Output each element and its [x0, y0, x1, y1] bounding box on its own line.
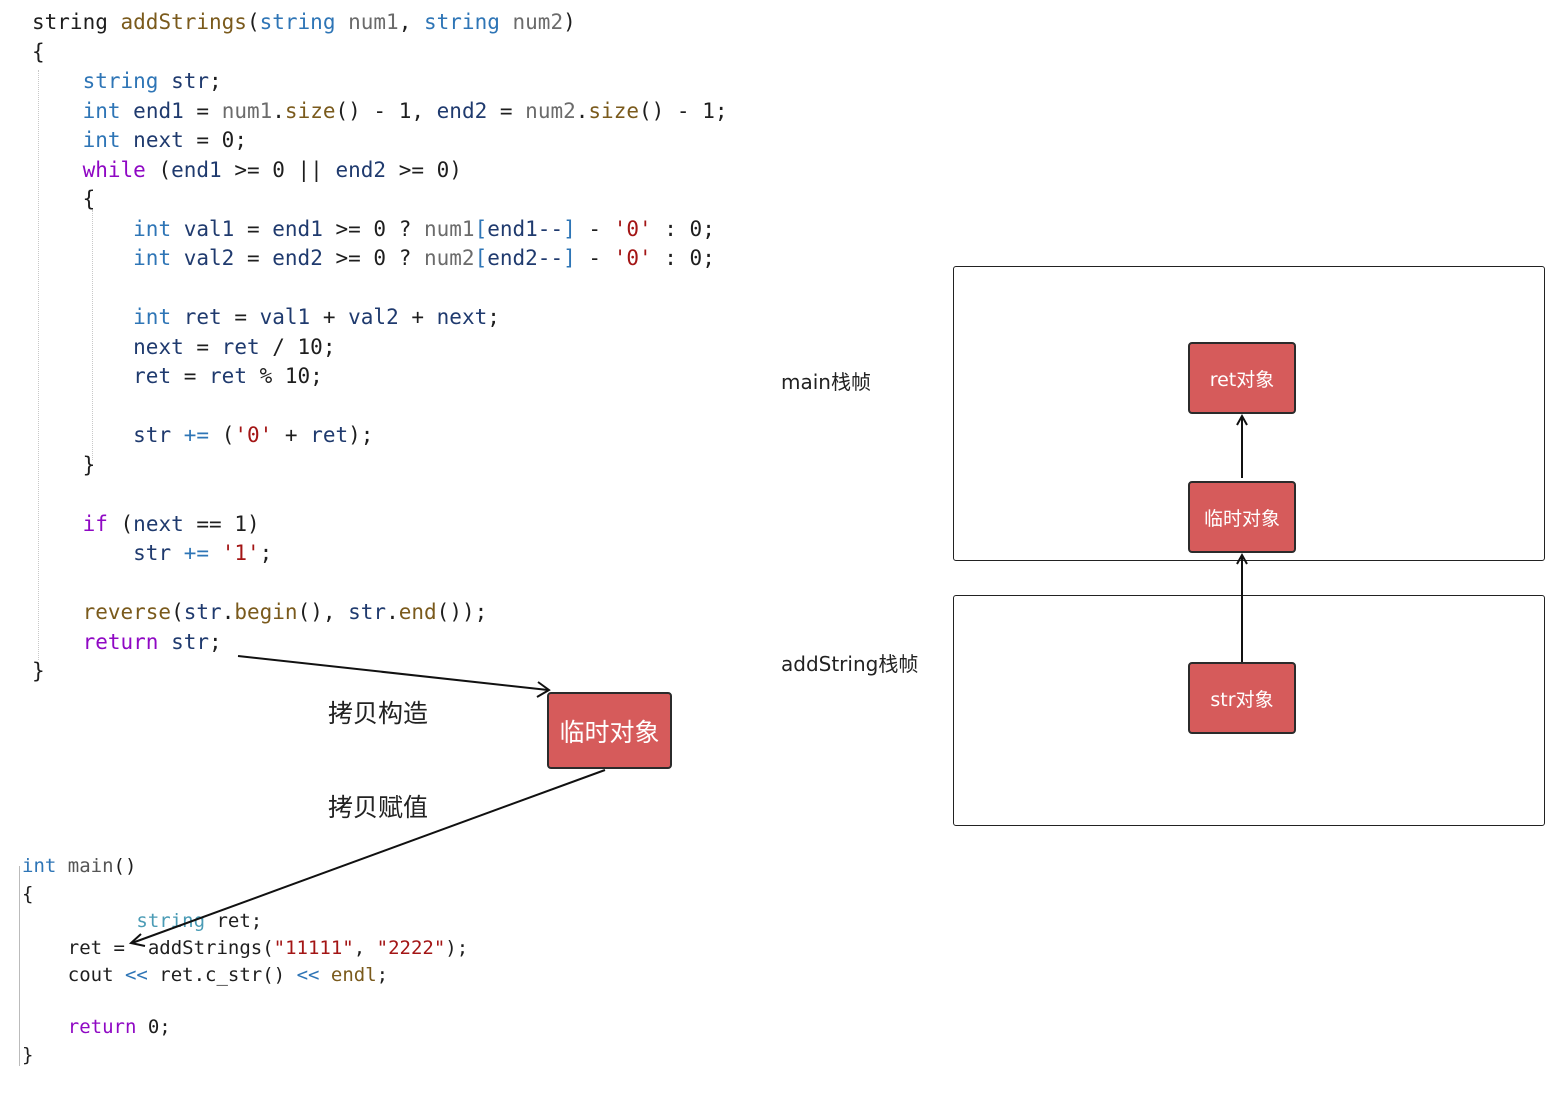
code-line: if (next == 1)	[82, 512, 260, 536]
copy-assign-arrow	[131, 769, 606, 944]
param1-name: num1	[348, 10, 399, 34]
arrow-head	[1236, 413, 1248, 426]
copy-construct-label: 拷贝构造	[328, 699, 429, 728]
code-line-signature: string addStrings(string num1, string nu…	[32, 10, 576, 34]
ret-object-box: ret对象	[1188, 342, 1296, 414]
code-line: }	[22, 1044, 34, 1066]
code-line: {	[32, 187, 96, 211]
code-line: {	[32, 40, 45, 64]
function-name: addStrings	[120, 10, 247, 34]
main-frame-label: main栈帧	[781, 370, 871, 394]
param1-type: string	[259, 10, 336, 34]
code-line: }	[32, 659, 45, 683]
code-line: int end1 = num1.size() - 1, end2 = num2.…	[82, 99, 728, 123]
code-line: int next = 0;	[82, 128, 247, 152]
code-line-return: return str;	[82, 630, 222, 654]
code-line: string ret;	[136, 910, 263, 932]
return-type: string	[32, 10, 108, 34]
code-line: reverse(str.begin(), str.end());	[82, 600, 488, 624]
code-line: return 0;	[67, 1016, 171, 1038]
code-line: int ret = val1 + val2 + next;	[133, 305, 500, 329]
code-line-assign: ret = addStrings("11111", "2222");	[22, 937, 469, 959]
indent-guide	[19, 866, 20, 1066]
code-line: int val1 = end1 >= 0 ? num1[end1--] - '0…	[133, 217, 715, 241]
add-string-frame-label: addString栈帧	[781, 652, 919, 676]
code-line: string str;	[82, 69, 222, 93]
code-line: cout << ret.c_str() << endl;	[22, 964, 389, 986]
copy-assign-label: 拷贝赋值	[328, 793, 429, 822]
arrow-head	[536, 681, 551, 698]
code-line: ret = ret % 10;	[133, 364, 323, 388]
arrow-head	[128, 933, 146, 947]
code-line: int val2 = end2 >= 0 ? num2[end2--] - '0…	[133, 246, 715, 270]
temp-object-box: 临时对象	[547, 692, 672, 769]
code-line: next = ret / 10;	[133, 335, 336, 359]
copy-construct-arrow	[237, 655, 549, 691]
temp-object-stack-box: 临时对象	[1188, 481, 1296, 553]
param2-type: string	[424, 10, 500, 34]
code-line: {	[22, 883, 34, 905]
indent-guide	[92, 210, 93, 460]
code-line: str += ('0' + ret);	[133, 423, 374, 447]
code-line: int main()	[22, 855, 137, 877]
arrow-head	[1236, 552, 1248, 565]
main-code: int main() { string ret; ret = addString…	[22, 855, 468, 1066]
param2-name: num2	[512, 10, 564, 34]
code-line: str += '1';	[133, 541, 273, 565]
code-line: while (end1 >= 0 || end2 >= 0)	[82, 158, 462, 182]
add-strings-code: string addStrings(string num1, string nu…	[32, 10, 728, 683]
str-object-box: str对象	[1188, 662, 1296, 734]
indent-guide	[38, 70, 39, 660]
